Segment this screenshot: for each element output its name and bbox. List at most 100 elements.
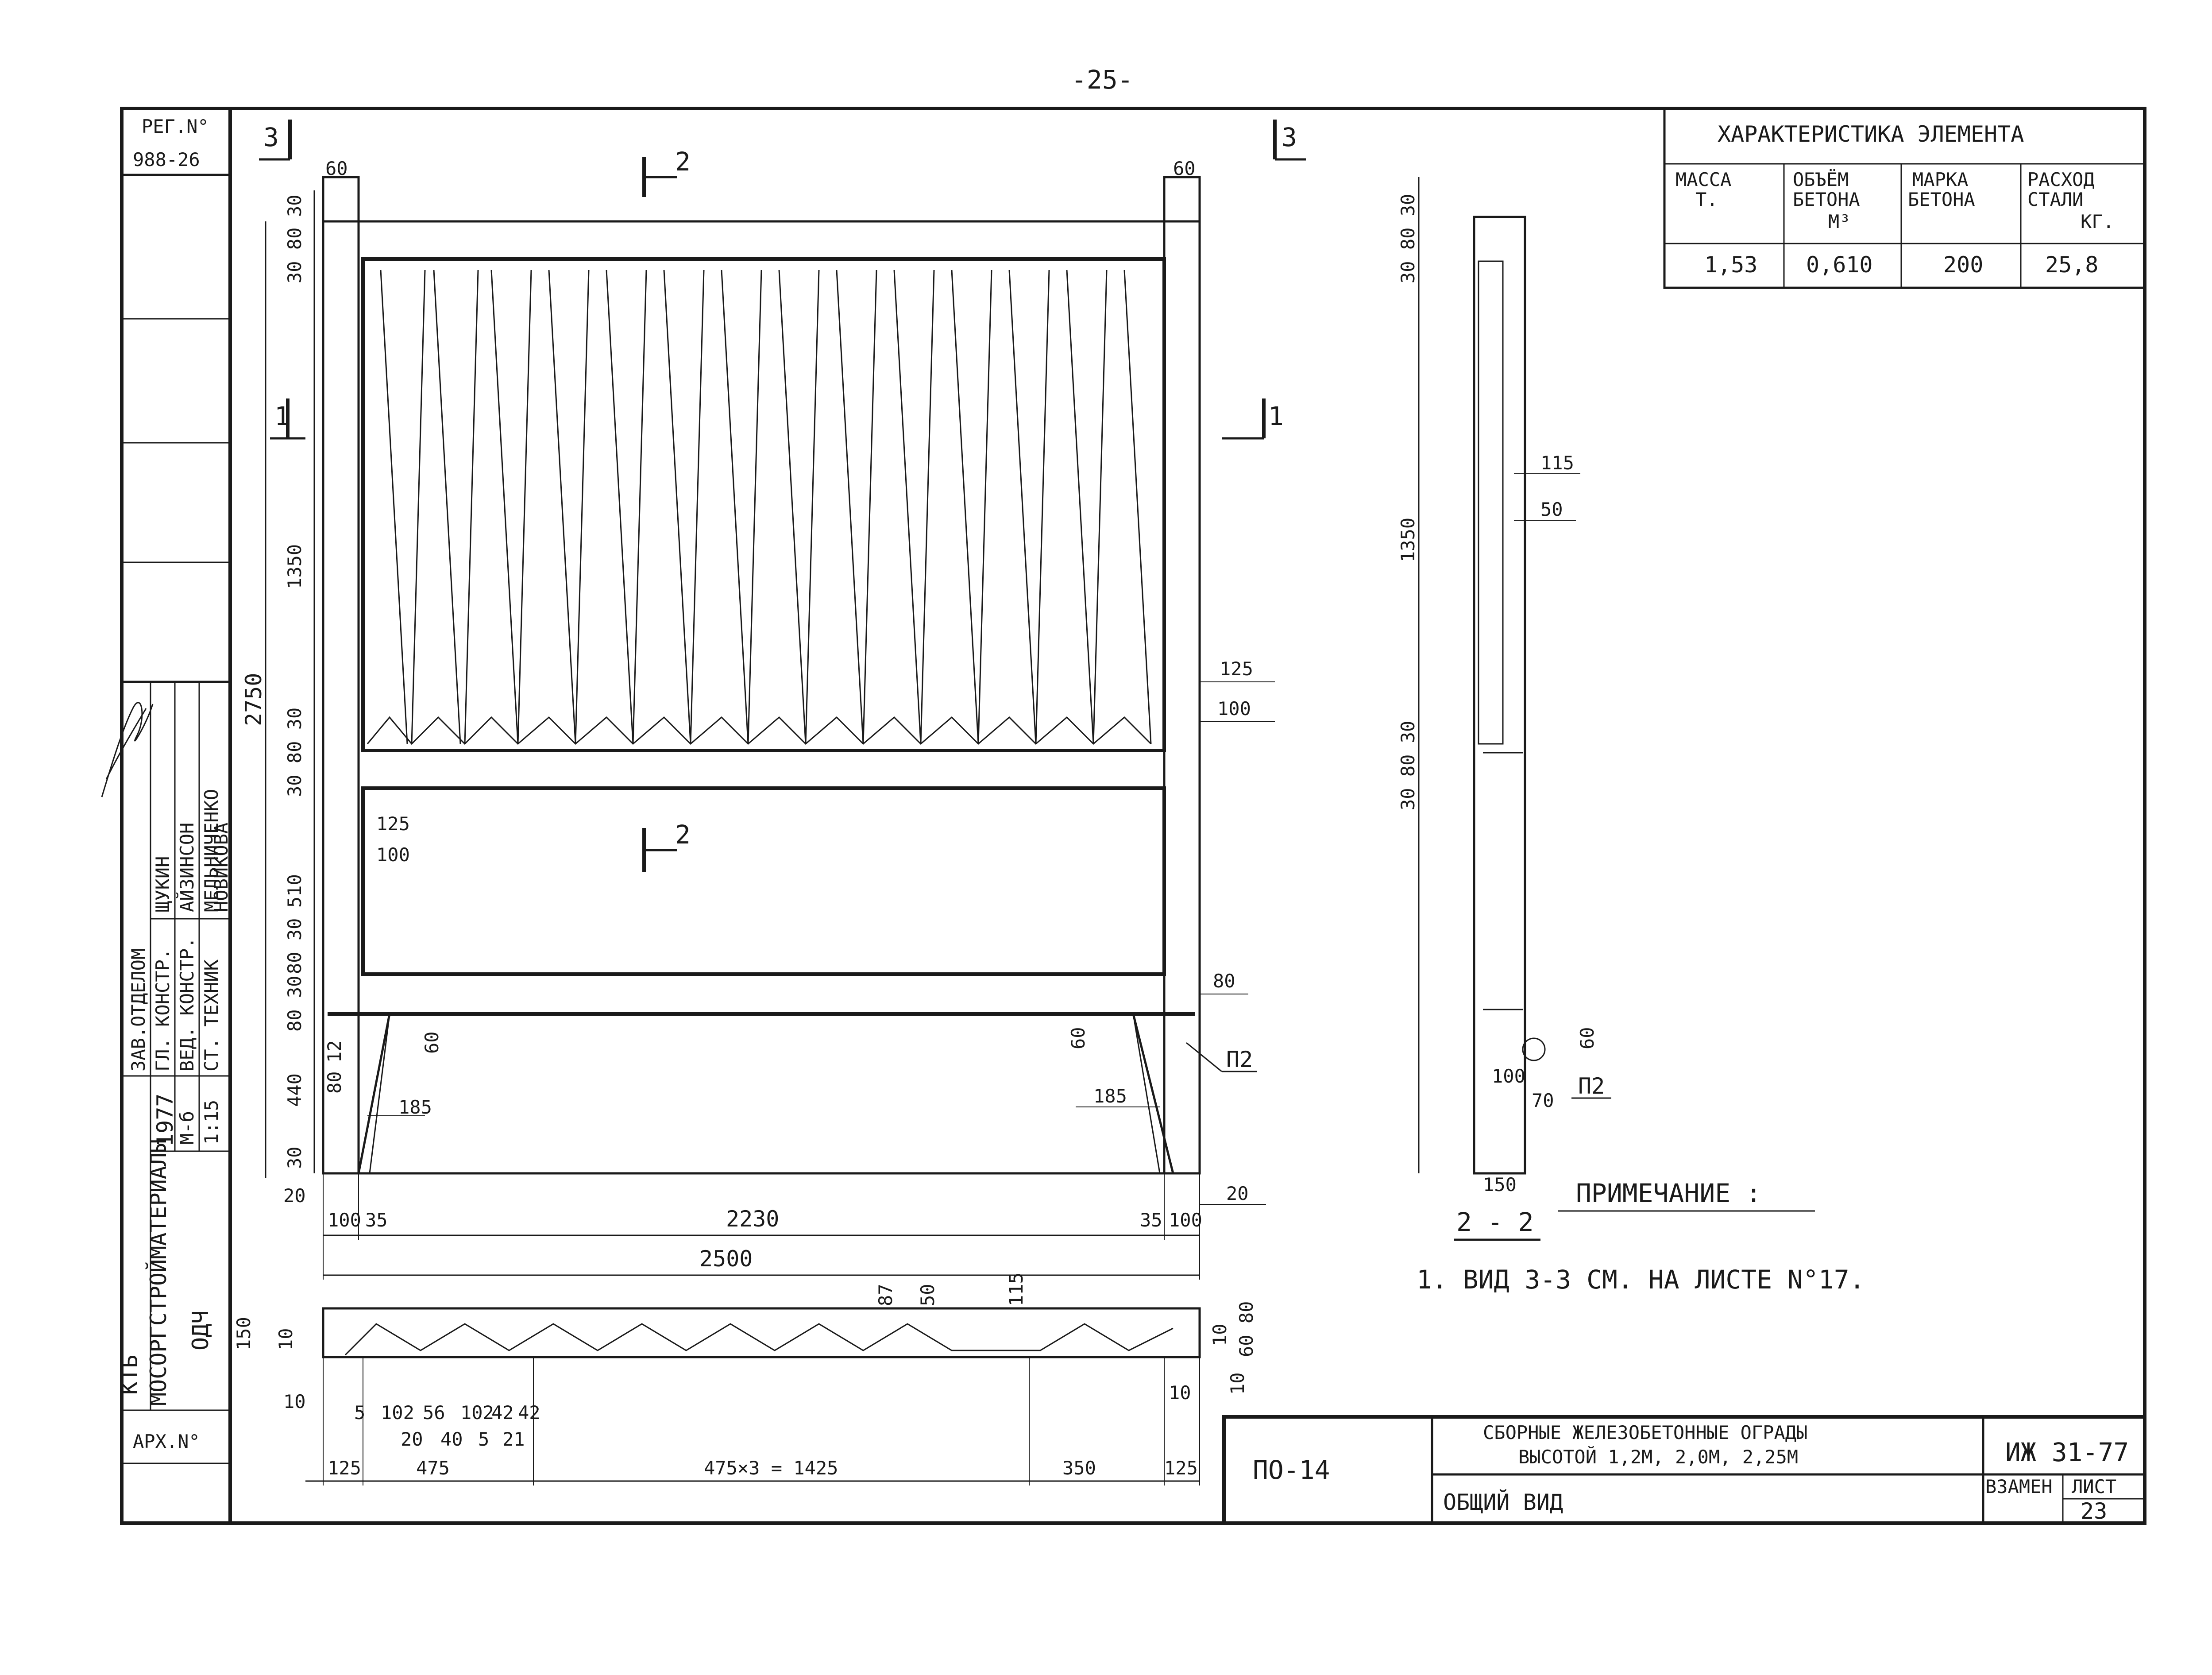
- title-block: ПО-14 СБОРНЫЕ ЖЕЛЕЗОБЕТОННЫЕ ОГРАДЫ ВЫСО…: [1222, 1415, 2146, 1525]
- side-v-1350: 1350: [1397, 518, 1419, 562]
- dim-top-60-right: 60: [1173, 158, 1196, 179]
- plan-115: 115: [1005, 1273, 1027, 1306]
- plan-10-r1: 10: [1209, 1323, 1231, 1346]
- plan-b-125-left: 125: [328, 1457, 361, 1479]
- ribbed-panel: [367, 270, 1152, 745]
- dim-b-35-left: 35: [365, 1209, 388, 1231]
- plan-b-125-right: 125: [1164, 1457, 1198, 1479]
- dim-b-2500: 2500: [699, 1246, 753, 1272]
- side-50: 50: [1540, 499, 1563, 520]
- stamp-name-4: НОВИКОВА: [210, 823, 232, 912]
- plan-b-350: 350: [1062, 1457, 1096, 1479]
- dim-right-100: 100: [1217, 698, 1251, 720]
- stamp-role-3: ВЕД. КОНСТР.: [176, 937, 198, 1072]
- stamp-dept: ОДЧ: [188, 1311, 213, 1350]
- stamp-scale-2: 1:15: [201, 1100, 222, 1145]
- char-mass: 1,53: [1704, 252, 1757, 278]
- plan-10-r2: 10: [1227, 1372, 1248, 1395]
- plan-s-56: 56: [423, 1402, 445, 1424]
- sheet-frame: [120, 107, 2146, 1525]
- stamp-year: 1977: [152, 1094, 178, 1147]
- dim-right-80: 80: [1213, 970, 1235, 992]
- stamp-org-2: МОСОРГСТРОЙМАТЕРИАЛЫ: [145, 1139, 171, 1406]
- dim-left-12: 12: [324, 1040, 345, 1063]
- section-title: 2 - 2: [1456, 1207, 1534, 1237]
- dim-b-2230: 2230: [726, 1206, 779, 1232]
- section-2-2: 30 80 30 1350 30 80 30 115 50 60 100 70 …: [1397, 177, 1611, 1241]
- plan-6080: 60 80: [1235, 1301, 1257, 1357]
- side-v-top: 30 80 30: [1397, 194, 1419, 283]
- side-150: 150: [1483, 1174, 1517, 1195]
- plan-s-5: 5: [354, 1402, 365, 1424]
- side-70: 70: [1532, 1090, 1554, 1111]
- plan-150: 150: [233, 1317, 255, 1350]
- title-subtitle: ОБЩИЙ ВИД: [1443, 1489, 1563, 1515]
- page-number: -25-: [1071, 65, 1133, 95]
- section-markers: 3 3 2 2 1 1: [259, 120, 1306, 872]
- dim-inner-100: 100: [376, 844, 410, 866]
- title-line-1: СБОРНЫЕ ЖЕЛЕЗОБЕТОННЫЕ ОГРАДЫ: [1483, 1422, 1807, 1443]
- stamp-org-1: КТБ: [117, 1355, 143, 1395]
- fence-elevation: 60 60 30 30 80 1350 30 80 30 510 80 30 8…: [241, 158, 1275, 1280]
- stamp-name-1: ЩУКИН: [152, 856, 174, 912]
- dim-v-8030-b: 80 30: [284, 976, 305, 1032]
- dim-right-20: 20: [1226, 1183, 1249, 1204]
- title-line-2: ВЫСОТОЙ 1,2М, 2,0М, 2,25М: [1518, 1446, 1798, 1468]
- dim-left-60: 60: [421, 1031, 443, 1054]
- char-h4-2: СТАЛИ: [2027, 189, 2083, 210]
- dim-right-125: 125: [1220, 658, 1253, 680]
- dim-v-308030: 30 80 30: [284, 708, 305, 797]
- dim-b-35-right: 35: [1140, 1209, 1162, 1231]
- dim-v-8030-a: 80 30: [284, 918, 305, 974]
- dim-v-3080-top: 30 80: [284, 228, 305, 283]
- title-doc: ИЖ 31-77: [2005, 1437, 2129, 1467]
- dim-v-2750: 2750: [241, 673, 266, 726]
- marker-3-right: 3: [1282, 122, 1297, 152]
- plan-10b: 10: [1169, 1382, 1191, 1404]
- char-h4-1: РАСХОД: [2027, 169, 2095, 190]
- marker-2-top: 2: [675, 147, 691, 177]
- note-text: 1. ВИД 3-3 СМ. НА ЛИСТЕ N°17.: [1417, 1265, 1865, 1295]
- plan-s-20: 20: [401, 1428, 423, 1450]
- marker-p2-elev: П2: [1226, 1047, 1253, 1072]
- stamp-role-4: СТ. ТЕХНИК: [201, 959, 222, 1072]
- signature-scribble: [101, 702, 154, 797]
- marker-p2-side: П2: [1578, 1073, 1605, 1099]
- dim-v-30-top: 30: [284, 194, 305, 217]
- note-title: ПРИМЕЧАНИЕ :: [1576, 1178, 1761, 1208]
- plan-s-42a: 42: [491, 1402, 514, 1424]
- dim-b-100-right: 100: [1169, 1209, 1202, 1231]
- fence-plan: 87 50 115 150 10 10 60 80 10 10 10 5 102…: [233, 1273, 1257, 1485]
- side-100: 100: [1492, 1065, 1525, 1087]
- characteristics-table: ХАРАКТЕРИСТИКА ЭЛЕМЕНТА МАССА Т. ОБЪЁМ Б…: [1663, 107, 2146, 289]
- dim-top-60-left: 60: [325, 158, 348, 179]
- dim-right-60: 60: [1067, 1027, 1089, 1049]
- marker-2-mid: 2: [675, 820, 691, 850]
- stamp-arch: АРХ.N°: [133, 1431, 200, 1452]
- plan-s-102a: 102: [381, 1402, 414, 1424]
- plan-b-475: 475: [416, 1457, 450, 1479]
- side-v-mid: 30 80 30: [1397, 721, 1419, 810]
- side-60: 60: [1576, 1027, 1598, 1049]
- stamp-name-3: МЕЛЬНИЧЕНКО: [201, 789, 222, 912]
- left-stamp: РЕГ.N° 988-26 ЗАВ.ОТДЕЛОМ ГЛ. КОНСТР. ВЕ…: [101, 116, 232, 1464]
- char-h2-1: ОБЪЁМ: [1793, 168, 1849, 190]
- stamp-role-1: ЗАВ.ОТДЕЛОМ: [127, 948, 149, 1072]
- plan-50: 50: [917, 1284, 938, 1306]
- marker-3-left: 3: [263, 122, 279, 152]
- dim-v-1350: 1350: [284, 544, 305, 589]
- plan-10-left: 10: [275, 1328, 297, 1350]
- reg-label: РЕГ.N°: [142, 116, 209, 137]
- note: ПРИМЕЧАНИЕ : 1. ВИД 3-3 СМ. НА ЛИСТЕ N°1…: [1417, 1178, 1865, 1295]
- marker-1-right: 1: [1268, 401, 1284, 431]
- plan-s-5b: 5: [478, 1428, 489, 1450]
- dim-v-510: 510: [284, 874, 305, 908]
- char-title: ХАРАКТЕРИСТИКА ЭЛЕМЕНТА: [1718, 121, 2024, 147]
- dim-inner-125: 125: [376, 813, 410, 835]
- marker-1-left: 1: [274, 401, 290, 431]
- title-vzamen: ВЗАМЕН: [1985, 1476, 2053, 1497]
- char-h1-2: Т.: [1695, 189, 1718, 210]
- dim-right-185: 185: [1093, 1085, 1127, 1107]
- dim-b-100-left: 100: [328, 1209, 361, 1231]
- plan-s-42b: 42: [518, 1402, 540, 1424]
